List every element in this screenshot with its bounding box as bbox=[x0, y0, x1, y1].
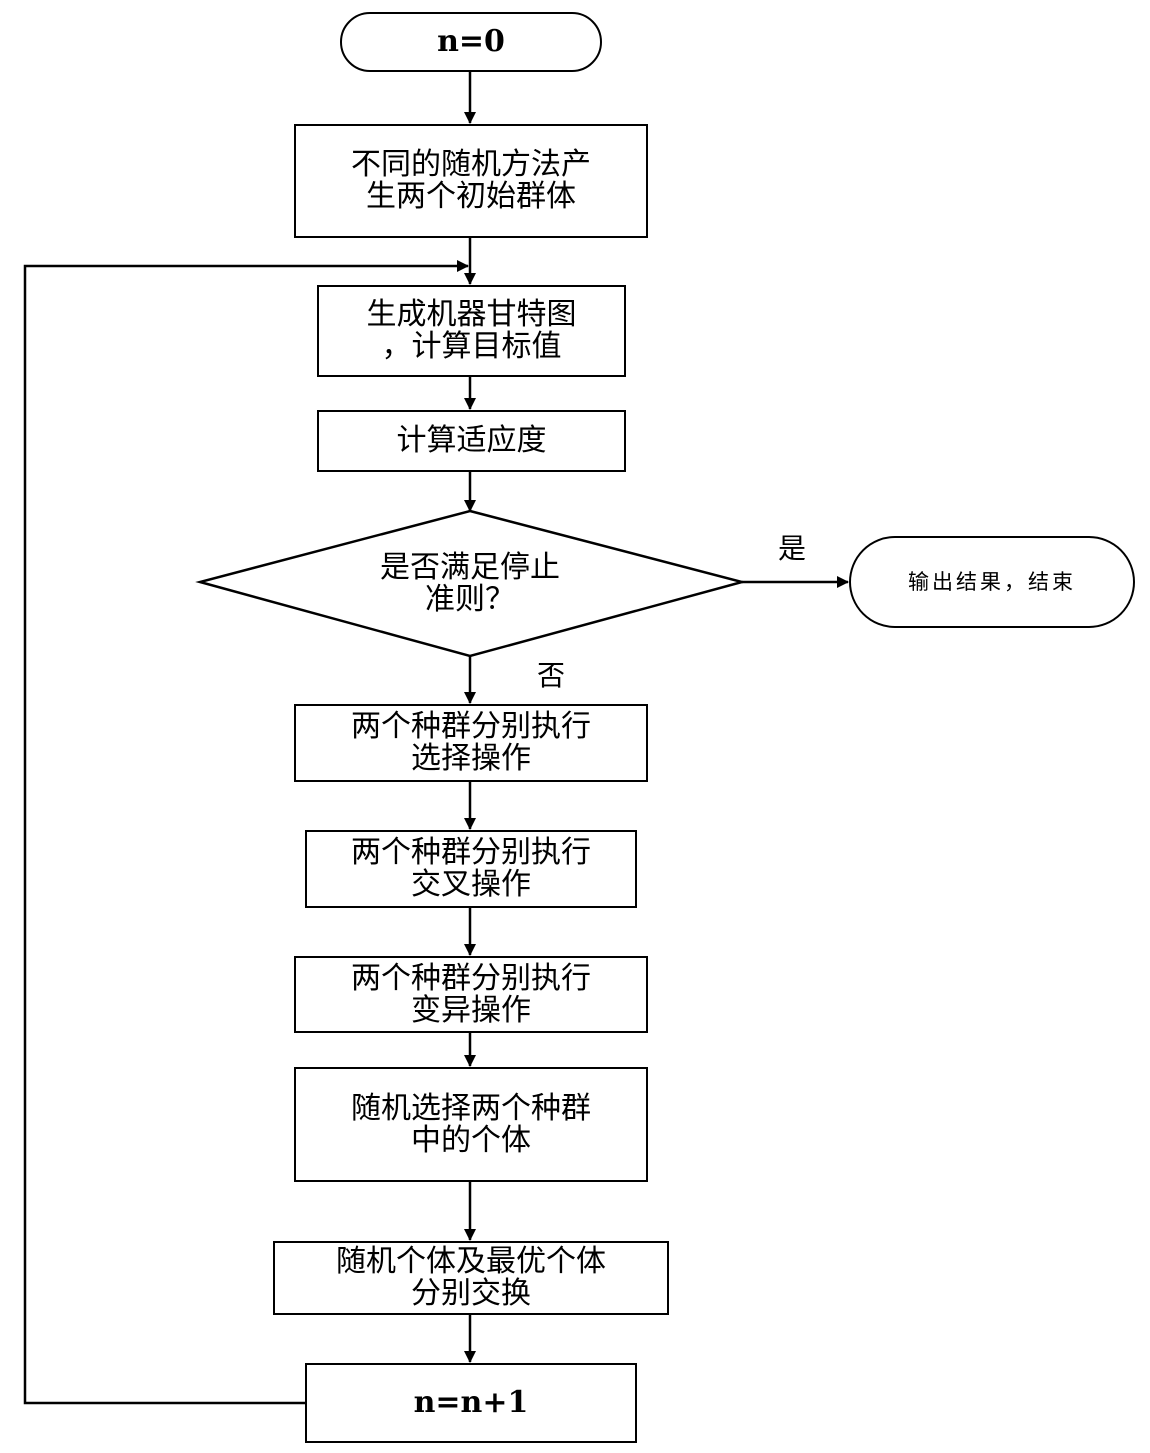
init-population-box: 不同的随机方法产 生两个初始群体 bbox=[294, 124, 648, 238]
output-end-terminal: 输出结果，结束 bbox=[849, 536, 1135, 628]
yes-label: 是 bbox=[778, 532, 807, 565]
mutation-box: 两个种群分别执行 变异操作 bbox=[294, 956, 648, 1033]
exchange-label: 随机个体及最优个体 分别交换 bbox=[336, 1244, 606, 1311]
selection-label: 两个种群分别执行 选择操作 bbox=[351, 709, 591, 776]
mutation-label: 两个种群分别执行 变异操作 bbox=[351, 960, 591, 1028]
exchange-box: 随机个体及最优个体 分别交换 bbox=[273, 1241, 669, 1315]
gantt-objective-box: 生成机器甘特图 ，计算目标值 bbox=[317, 285, 626, 377]
crossover-box: 两个种群分别执行 交叉操作 bbox=[305, 830, 637, 908]
init-population-label: 不同的随机方法产 生两个初始群体 bbox=[351, 147, 591, 214]
start-label: n=0 bbox=[437, 24, 505, 59]
gantt-objective-label: 生成机器甘特图 ，计算目标值 bbox=[366, 297, 577, 364]
start-terminal: n=0 bbox=[340, 12, 602, 72]
increment-label: n=n+1 bbox=[413, 1385, 529, 1420]
random-select-box: 随机选择两个种群 中的个体 bbox=[294, 1067, 648, 1182]
selection-box: 两个种群分别执行 选择操作 bbox=[294, 704, 648, 782]
no-label: 否 bbox=[537, 659, 566, 692]
random-select-label: 随机选择两个种群 中的个体 bbox=[351, 1090, 591, 1158]
fitness-label: 计算适应度 bbox=[396, 423, 547, 458]
output-end-label: 输出结果，结束 bbox=[908, 570, 1076, 594]
increment-box: n=n+1 bbox=[305, 1363, 637, 1443]
fitness-box: 计算适应度 bbox=[317, 410, 626, 472]
decision-label: 是否满足停止 准则？ bbox=[380, 550, 560, 617]
loop-back-line bbox=[23, 260, 469, 1405]
crossover-label: 两个种群分别执行 交叉操作 bbox=[351, 835, 591, 902]
